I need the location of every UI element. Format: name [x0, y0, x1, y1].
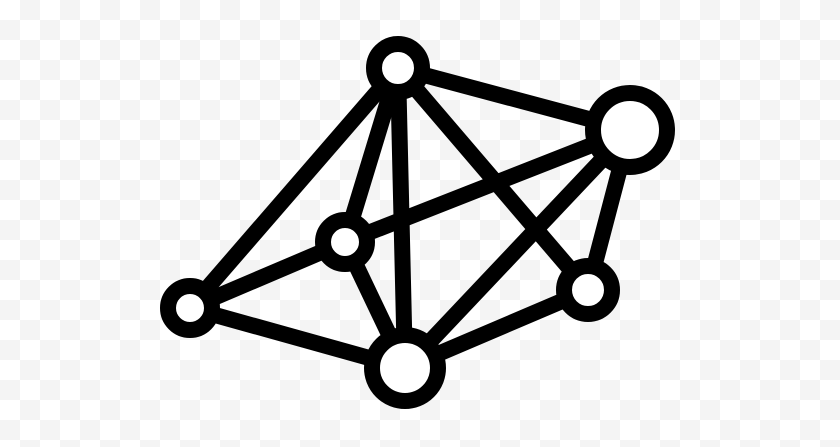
edge: [337, 122, 638, 250]
node-bottom-large: [364, 327, 446, 409]
network-edges: [182, 60, 638, 376]
node-top: [366, 36, 430, 100]
edge: [182, 60, 406, 316]
node-center: [315, 212, 375, 272]
network-nodes: [160, 36, 675, 409]
edge: [397, 122, 638, 376]
node-left: [160, 278, 220, 338]
node-right-large: [585, 85, 675, 175]
node-right-small: [556, 258, 620, 322]
